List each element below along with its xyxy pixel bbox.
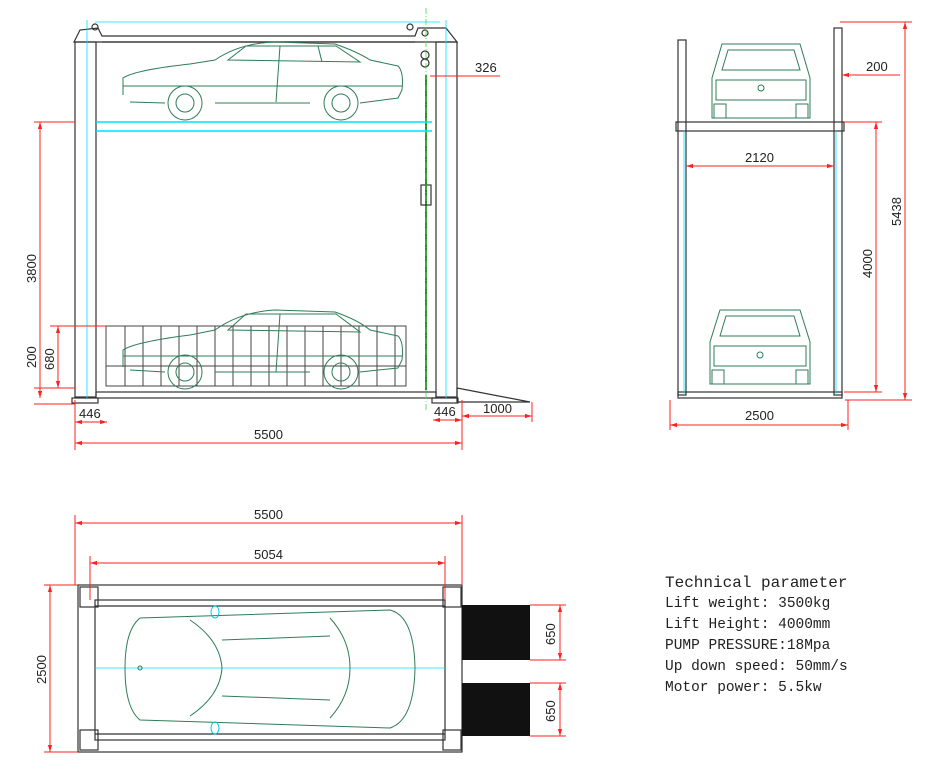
dim-5438: 5438 bbox=[889, 197, 904, 226]
side-centerlines bbox=[683, 131, 837, 395]
car-side-lower bbox=[122, 309, 403, 390]
side-dimension-lines bbox=[669, 21, 912, 430]
dim-5500-top: 5500 bbox=[254, 507, 283, 522]
dim-680: 680 bbox=[42, 348, 57, 370]
dim-2500-top: 2500 bbox=[34, 655, 49, 684]
car-rear-upper bbox=[711, 43, 811, 119]
right-post bbox=[435, 41, 458, 398]
dim-2500-side: 2500 bbox=[745, 408, 774, 423]
dim-2120: 2120 bbox=[745, 150, 774, 165]
dim-5054: 5054 bbox=[254, 547, 283, 562]
top-dimension-lines bbox=[44, 515, 566, 753]
front-view bbox=[71, 23, 531, 404]
param-motor-power: Motor power: 5.5kw bbox=[665, 680, 822, 696]
top-beam bbox=[73, 27, 459, 43]
side-base bbox=[677, 391, 843, 399]
dim-1000: 1000 bbox=[483, 401, 512, 416]
left-post bbox=[74, 41, 97, 398]
param-speed: Up down speed: 50mm/s bbox=[665, 659, 848, 675]
dim-446-left: 446 bbox=[79, 406, 101, 421]
side-upper-platform bbox=[675, 121, 845, 132]
front-dimension-lines bbox=[34, 75, 533, 450]
car-rear-lower bbox=[709, 309, 811, 385]
dim-4000: 4000 bbox=[860, 249, 875, 278]
ramp-block-2 bbox=[462, 683, 530, 736]
technical-title: Technical parameter bbox=[665, 574, 848, 592]
ramp-block-1 bbox=[462, 605, 530, 660]
dim-5500-front: 5500 bbox=[254, 427, 283, 442]
side-left-post bbox=[677, 39, 687, 396]
dim-326: 326 bbox=[475, 60, 497, 75]
base-plate bbox=[95, 391, 437, 399]
top-frame bbox=[77, 584, 463, 753]
dim-650-2: 650 bbox=[543, 700, 558, 722]
technical-parameters: Technical parameter Lift weight: 3500kg … bbox=[665, 573, 848, 699]
car-side-upper bbox=[122, 41, 403, 121]
dim-200: 200 bbox=[24, 346, 39, 368]
dim-3800: 3800 bbox=[24, 254, 39, 283]
side-view bbox=[675, 27, 845, 399]
dim-200-side: 200 bbox=[866, 59, 888, 74]
dim-446-right: 446 bbox=[434, 404, 456, 419]
top-view bbox=[77, 584, 463, 753]
ramp bbox=[456, 387, 531, 403]
side-right-post bbox=[833, 27, 843, 396]
param-lift-weight: Lift weight: 3500kg bbox=[665, 596, 831, 612]
param-lift-height: Lift Height: 4000mm bbox=[665, 617, 831, 633]
dim-650-1: 650 bbox=[543, 623, 558, 645]
param-pump-pressure: PUMP PRESSURE:18Mpa bbox=[665, 638, 831, 654]
front-centerlines bbox=[86, 8, 447, 410]
car-top bbox=[124, 605, 416, 735]
